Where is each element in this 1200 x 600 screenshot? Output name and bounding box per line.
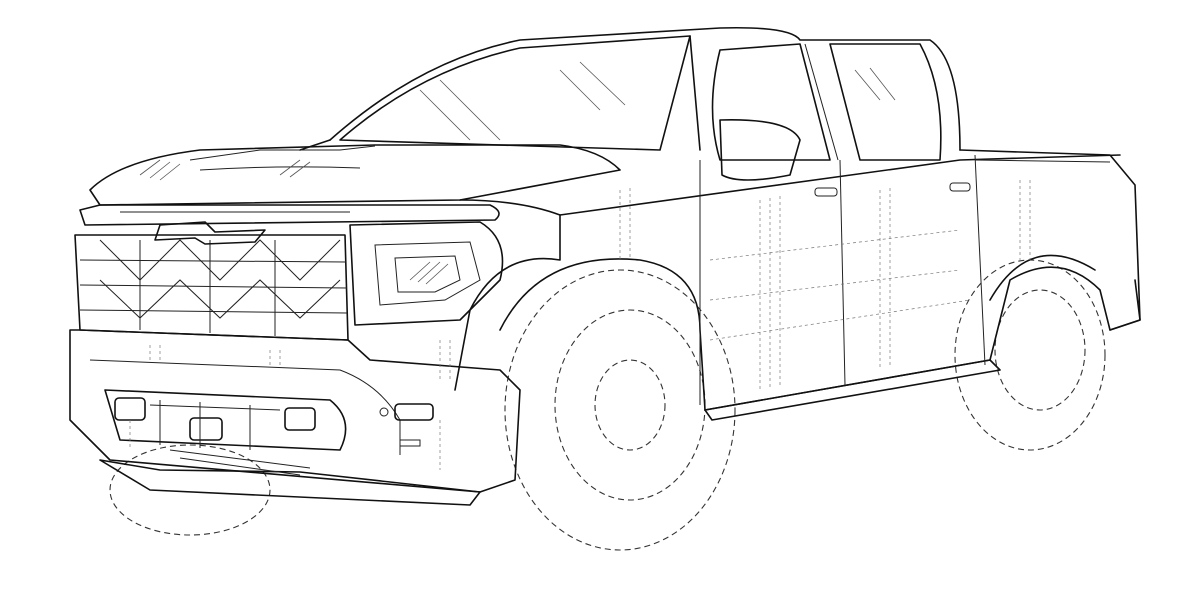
front-fascia [69,204,521,506]
front-bumper-upper [69,329,521,493]
windshield [339,35,691,151]
rear-door-seam [974,154,986,366]
rear-mudflap [1109,279,1141,331]
rear-wheel-arch [989,254,1096,301]
door-handle-front [814,187,838,197]
tow-hook [189,417,223,441]
rear-right-wheel-dashed [954,259,1106,451]
upper-light-bar [79,204,500,226]
headlight-shading [409,261,449,285]
hood [89,144,621,206]
side-mirror [719,119,801,181]
side-beltline [559,154,1121,216]
rear-left-wheel-dashed [109,444,271,536]
front-fender [454,199,561,391]
rocker-panel [704,359,1001,421]
lower-grille-opening [104,389,347,451]
skid-plate [99,459,481,506]
side-marker-light [394,403,434,421]
grille-mesh [79,239,348,336]
headlight [349,221,504,326]
fog-light-left [114,397,146,421]
truck-body [89,26,1141,421]
b-pillar-seam [839,159,846,386]
surface-shading [129,61,1031,470]
front-door-window [711,43,831,161]
fog-light-right [284,407,316,431]
sensor-icon [379,407,389,417]
roof-line [329,26,961,151]
door-handle-rear [949,182,971,192]
bumper-clip [399,439,421,447]
rear-door-window [829,43,942,161]
grille-emblem-icon [154,221,266,245]
body-lower-line [499,258,991,411]
